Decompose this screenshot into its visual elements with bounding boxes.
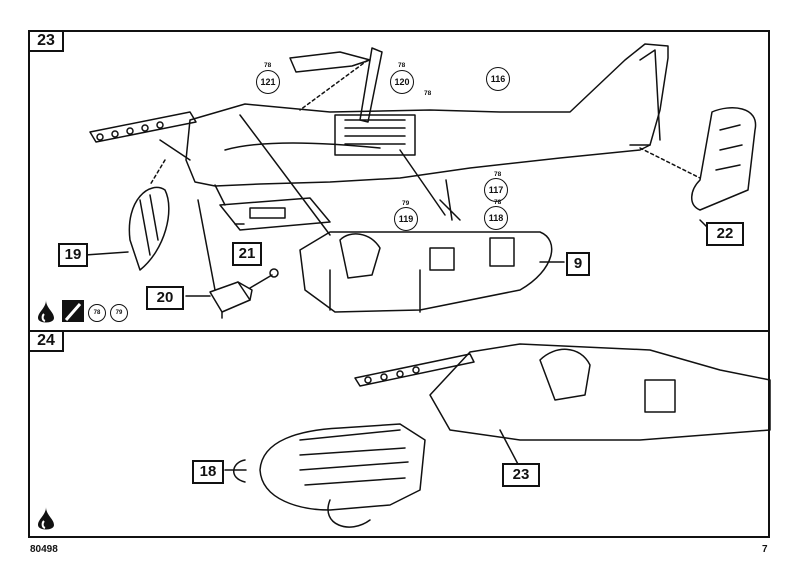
step-divider (28, 330, 770, 332)
paint-can-icon: 79 (110, 304, 128, 322)
strut-120 (359, 47, 383, 123)
sprue-label-fuselage: 78 (424, 90, 432, 97)
sprue-label-120: 78 (398, 62, 406, 69)
sprue-label-118: 78 (494, 199, 502, 206)
part-number-120: 120 (390, 70, 414, 94)
cockpit-tub-9 (299, 231, 553, 313)
callout-part-18: 18 (192, 460, 224, 484)
part-number-121: 121 (256, 70, 280, 94)
callout-part-9: 9 (566, 252, 590, 276)
fuselage-half (185, 43, 669, 187)
paint-can-icon: 78 (88, 304, 106, 322)
control-box-20 (209, 281, 251, 313)
kit-code: 80498 (30, 544, 58, 555)
floor-plate-21 (219, 197, 331, 231)
callout-part-23: 23 (502, 463, 540, 487)
step-number-24: 24 (28, 330, 64, 352)
sprue-label-117: 78 (494, 171, 502, 178)
side-panel-19 (128, 186, 170, 271)
part-number-118: 118 (484, 206, 508, 230)
callout-part-22: 22 (706, 222, 744, 246)
part-number-116: 116 (486, 67, 510, 91)
engine-18 (259, 423, 426, 511)
instruction-page-frame (28, 30, 770, 538)
sprue-label-119: 79 (402, 200, 410, 207)
glue-drop-icon (38, 300, 54, 323)
part-number-119: 119 (394, 207, 418, 231)
engine-mount-arm (89, 111, 197, 143)
callout-part-20: 20 (146, 286, 184, 310)
assembled-fuselage (429, 343, 771, 441)
part-number-117: 117 (484, 178, 508, 202)
paint-brush-icon (62, 300, 84, 322)
flap-121 (289, 51, 371, 73)
callout-part-19: 19 (58, 243, 88, 267)
rudder-22 (691, 107, 757, 211)
sprue-label-121: 78 (264, 62, 272, 69)
glue-drop-icon (38, 507, 54, 530)
callout-part-21: 21 (232, 242, 262, 266)
step-number-23: 23 (28, 30, 64, 52)
page-number: 7 (762, 544, 768, 555)
